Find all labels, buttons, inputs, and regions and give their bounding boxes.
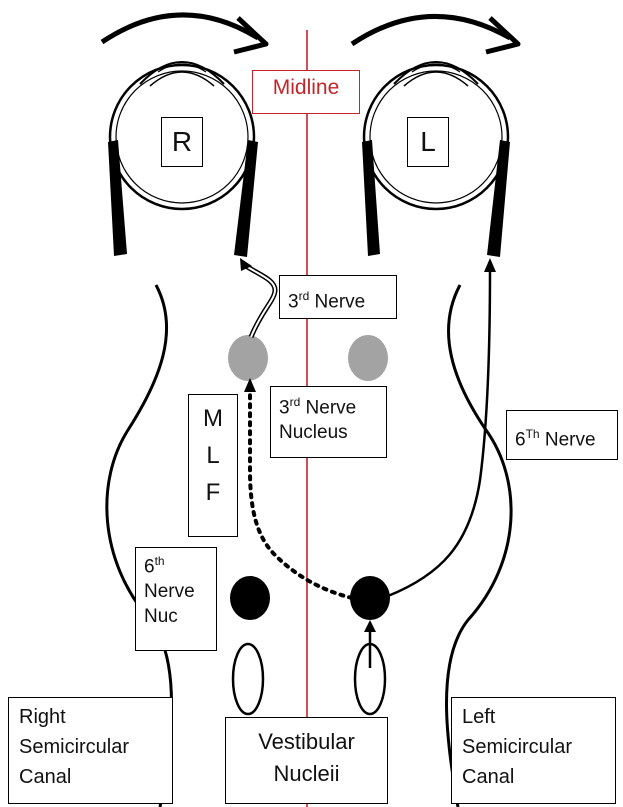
third-nerve-ordinal: rd [299, 289, 310, 303]
right-abducens-nucleus [230, 576, 270, 620]
sixth-nuc-ordinal: th [155, 554, 165, 568]
right-eye-rotation-arrow [102, 15, 258, 42]
left-semicircular-canal-label: Left Semicircular Canal [451, 697, 616, 804]
left-eye-rotation-arrow [352, 16, 510, 44]
right-canal-line2: Semicircular [19, 732, 162, 762]
sixth-nerve-text: Nerve [540, 429, 596, 450]
vestibular-nucleii-label: Vestibular Nucleii [225, 717, 388, 804]
vestibular-line1: Vestibular [234, 726, 379, 758]
left-canal-line3: Canal [462, 762, 605, 792]
right-canal-line3: Canal [19, 762, 162, 792]
right-eye-label: R [161, 117, 203, 167]
sixth-nerve-path [388, 270, 490, 596]
third-nucleus-number: 3 [279, 397, 290, 418]
mlf-letter-f: F [189, 479, 237, 508]
midline-label: Midline [252, 70, 360, 114]
third-nucleus-line2: Nucleus [279, 422, 348, 443]
sixth-nerve-number: 6 [515, 429, 526, 450]
third-nerve-number: 3 [288, 291, 299, 312]
left-canal-line2: Semicircular [462, 732, 605, 762]
third-nucleus-line1: Nerve [300, 397, 356, 418]
vestibular-line2: Nucleii [234, 758, 379, 790]
right-canal-line1: Right [19, 702, 162, 732]
sixth-nerve-nucleus-label: 6th Nerve Nuc [135, 547, 217, 651]
third-nerve-label: 3rd Nerve [279, 275, 397, 319]
third-nucleus-ordinal: rd [290, 395, 301, 409]
sixth-nuc-line2: Nerve [144, 581, 195, 602]
sixth-nuc-number: 6 [144, 556, 155, 577]
sixth-nerve-label: 6Th Nerve [506, 410, 618, 460]
right-vestibular-nucleus [233, 644, 263, 714]
sixth-nuc-line3: Nuc [144, 606, 178, 627]
mlf-letter-m: M [189, 405, 237, 434]
mlf-label: M L F [188, 394, 238, 537]
vestibular-arrowhead [364, 620, 376, 632]
third-nerve-text: Nerve [309, 291, 365, 312]
left-canal-line1: Left [462, 702, 605, 732]
sixth-nerve-ordinal: Th [526, 427, 540, 441]
left-abducens-nucleus [350, 576, 390, 620]
sixth-nerve-arrowhead [484, 258, 496, 272]
third-nerve-nucleus-label: 3rd Nerve Nucleus [270, 386, 387, 458]
right-semicircular-canal-label: Right Semicircular Canal [8, 697, 173, 804]
left-eye-label: L [407, 117, 449, 167]
left-oculomotor-nucleus [348, 335, 388, 381]
mlf-letter-l: L [189, 442, 237, 471]
right-oculomotor-nucleus [228, 335, 268, 381]
